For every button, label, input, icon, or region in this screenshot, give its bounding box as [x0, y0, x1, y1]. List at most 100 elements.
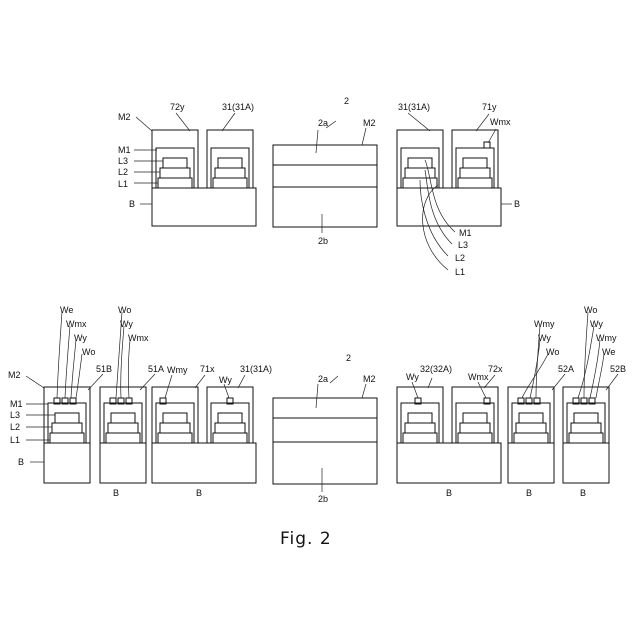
chip-52b-l1 [569, 433, 603, 443]
bottom-wafer-top-layer [273, 398, 377, 418]
label-wmy-bottom: Wmy [167, 365, 188, 375]
bottom-right-l1-2 [458, 433, 492, 443]
label-l2-bottom: L2 [10, 422, 20, 432]
figure-caption: Fig. 2 [280, 529, 332, 549]
top-left-l3-2 [218, 158, 242, 168]
label-l1-top-right: L1 [455, 267, 465, 277]
bottom-left-l3-2 [218, 413, 242, 423]
bottom-left-pillar-1 [152, 387, 198, 443]
label-wmy-right-2: Wmy [596, 333, 617, 343]
label-2a-bottom: 2a [318, 374, 328, 384]
label-m1-bottom: M1 [10, 399, 23, 409]
label-51a: 51A [148, 364, 164, 374]
label-wy-right: Wy [406, 372, 419, 382]
label-wy-2: Wy [120, 319, 133, 329]
bottom-right-pair-base [397, 443, 501, 483]
bottom-wafer-bottom [273, 442, 377, 484]
chip-51b-base [44, 443, 90, 483]
label-b-right-1: B [446, 488, 452, 498]
bottom-left-pillar-2 [207, 387, 253, 443]
chip-52b [563, 387, 609, 483]
top-left-l1-1 [158, 178, 192, 188]
bottom-left-l2-1 [160, 423, 190, 433]
chip-52b-l3 [574, 413, 598, 423]
chip-51a-l1 [106, 433, 140, 443]
chip-52b-l2 [571, 423, 601, 433]
label-wo-right: Wo [546, 347, 559, 357]
bottom-right-pillar-1 [397, 387, 443, 443]
top-left-pillar-2 [207, 130, 253, 188]
label-wy-3: Wy [219, 375, 232, 385]
label-2a-top: 2a [318, 118, 328, 128]
bottom-left-pair [152, 387, 256, 483]
top-left-l2-2 [215, 168, 245, 178]
label-72y: 72y [170, 102, 185, 112]
label-l2-top-right: L2 [455, 253, 465, 263]
chip-52a-base [508, 443, 554, 483]
label-wmx-2: Wmx [128, 333, 149, 343]
bottom-left-pair-base [152, 443, 256, 483]
top-right-base [397, 188, 501, 226]
label-m1-top-right: M1 [459, 228, 472, 238]
top-right-chip-group [397, 130, 501, 226]
bottom-right-l1-1 [403, 433, 437, 443]
bottom-right-l2-1 [405, 423, 435, 433]
top-wafer-bottom [273, 187, 377, 227]
bottom-right-l2-2 [460, 423, 490, 433]
label-b-51b: B [113, 488, 119, 498]
top-right-l3-2 [463, 158, 487, 168]
label-b-top-right: B [514, 199, 520, 209]
chip-52a-l3 [519, 413, 543, 423]
bottom-wafer-band [273, 418, 377, 442]
label-31-31a-bottom: 31(31A) [240, 364, 272, 374]
top-right-l1-2 [458, 178, 492, 188]
label-b-right-2: B [526, 488, 532, 498]
top-right-l2-2 [460, 168, 490, 178]
bottom-left-l2-2 [215, 423, 245, 433]
label-m2-top-mid: M2 [363, 118, 376, 128]
label-we-left: We [60, 305, 73, 315]
top-left-l2-1 [160, 168, 190, 178]
label-l1-bottom: L1 [10, 435, 20, 445]
label-wo-right-2: Wo [584, 305, 597, 315]
top-center-wafer [273, 145, 377, 227]
label-31-31a-top-left: 31(31A) [222, 102, 254, 112]
label-we-right: We [602, 347, 615, 357]
label-52b: 52B [610, 364, 626, 374]
bottom-left-l3-1 [163, 413, 187, 423]
chip-51b [44, 387, 90, 483]
chip-51a-body [100, 387, 146, 443]
top-right-wmx-mark [484, 142, 490, 148]
label-m2-bottom: M2 [8, 370, 21, 380]
top-left-base [152, 188, 256, 226]
top-right-l3-1 [408, 158, 432, 168]
bottom-right-l3-1 [408, 413, 432, 423]
bottom-right-pair [397, 387, 501, 483]
label-l3-top: L3 [118, 156, 128, 166]
label-2-bottom: 2 [346, 353, 351, 363]
chip-51a-base [100, 443, 146, 483]
label-31-31a-top-right: 31(31A) [398, 102, 430, 112]
chip-51b-l2 [52, 423, 82, 433]
bottom-leader-lines [26, 312, 618, 492]
label-b-bottom-left: B [18, 457, 24, 467]
label-wy-right-3: Wy [590, 319, 603, 329]
top-left-l3-1 [163, 158, 187, 168]
label-wo-2: Wo [118, 305, 131, 315]
label-l1-top: L1 [118, 179, 128, 189]
top-left-pillar-1 [152, 130, 198, 188]
label-b-right-3: B [580, 488, 586, 498]
top-right-pillar-2 [452, 130, 498, 188]
label-wmy-right: Wmy [534, 319, 555, 329]
bottom-right-pillar-2 [452, 387, 498, 443]
label-b-51a: B [196, 488, 202, 498]
label-wmx-right: Wmx [468, 372, 489, 382]
top-right-pillar-1 [397, 130, 443, 188]
bottom-right-l3-2 [463, 413, 487, 423]
chip-51a [100, 387, 146, 483]
chip-52a-l1 [514, 433, 548, 443]
bottom-left-l1-2 [213, 433, 247, 443]
label-l3-top-right: L3 [458, 240, 468, 250]
chip-51b-l1 [50, 433, 84, 443]
